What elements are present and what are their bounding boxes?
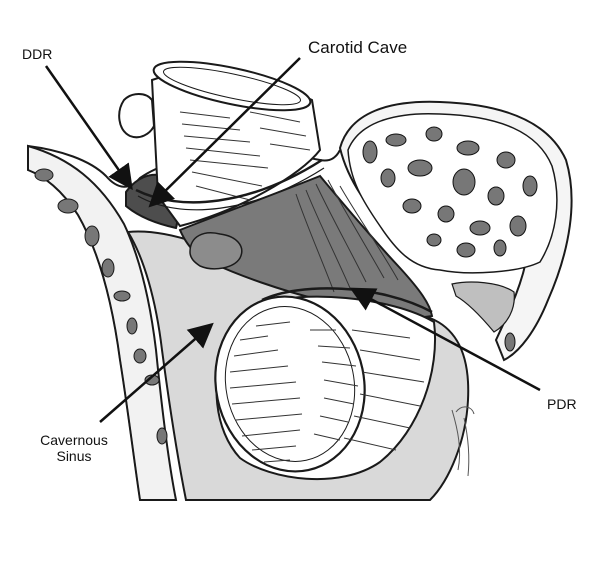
- carotid-cave-label: Carotid Cave: [308, 38, 407, 58]
- pdr-label: PDR: [547, 396, 577, 412]
- ddr-label: DDR: [22, 46, 52, 62]
- cavernous-sinus-label: Cavernous Sinus: [33, 432, 115, 464]
- artery-branch-lobule: [190, 233, 242, 269]
- cavernous-sinus-label-line2: Sinus: [56, 448, 91, 464]
- cavernous-sinus-label-line1: Cavernous: [40, 432, 108, 448]
